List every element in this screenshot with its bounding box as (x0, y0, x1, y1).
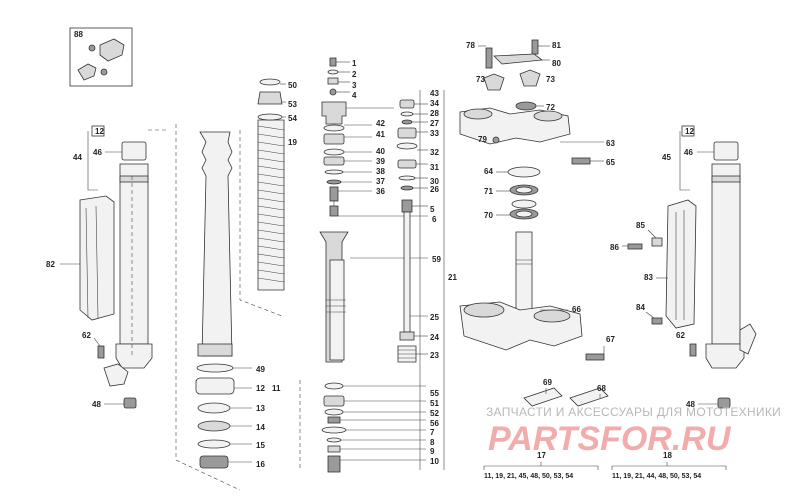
inset-88: 88 (69, 27, 133, 87)
label-46-right: 46 (684, 148, 693, 157)
label-80: 80 (552, 59, 561, 68)
label-42: 42 (376, 119, 385, 128)
label-14: 14 (256, 423, 265, 432)
right-fork-assembly: 12 45 46 83 85 86 84 62 48 (610, 125, 757, 409)
label-2: 2 (352, 70, 357, 79)
label-11: 11 (272, 384, 281, 393)
label-36: 36 (376, 187, 385, 196)
label-33: 33 (430, 129, 439, 138)
label-71: 71 (484, 187, 493, 196)
label-12-mid: 12 (256, 384, 265, 393)
label-31: 31 (430, 163, 439, 172)
label-9: 9 (430, 447, 435, 456)
label-70: 70 (484, 211, 493, 220)
label-10: 10 (430, 457, 439, 466)
label-84: 84 (636, 303, 645, 312)
label-44: 44 (73, 153, 82, 162)
label-48-right: 48 (686, 400, 695, 409)
label-21: 21 (448, 273, 457, 282)
label-7: 7 (430, 428, 435, 437)
label-3: 3 (352, 81, 357, 90)
box-12-left: 12 (95, 127, 104, 136)
label-15: 15 (256, 441, 265, 450)
label-81: 81 (552, 41, 561, 50)
label-43: 43 (430, 89, 439, 98)
label-25: 25 (430, 313, 439, 322)
kit-17: 17 11, 19, 21, 45, 48, 50, 53, 54 (483, 451, 599, 480)
label-72: 72 (546, 103, 555, 112)
label-86: 86 (610, 243, 619, 252)
label-46-left: 46 (93, 148, 102, 157)
watermark-slogan: ЗАПЧАСТИ И АКСЕССУАРЫ ДЛЯ МОТОТЕХНИКИ (486, 405, 781, 419)
label-56: 56 (430, 419, 439, 428)
label-1: 1 (352, 59, 357, 68)
triple-clamp-assembly: 78 80 81 73 73 72 63 79 65 64 71 (459, 39, 615, 407)
label-24: 24 (430, 333, 439, 342)
label-52: 52 (430, 409, 439, 418)
label-62-right: 62 (676, 331, 685, 340)
label-73a: 73 (476, 75, 485, 84)
kit-18: 18 11, 19, 21, 44, 48, 50, 53, 54 (611, 451, 727, 480)
label-53: 53 (288, 100, 297, 109)
label-32: 32 (430, 148, 439, 157)
label-28: 28 (430, 109, 439, 118)
label-4: 4 (352, 91, 357, 100)
cartridge-assembly: 59 1 2 3 4 42 41 40 39 38 37 (299, 57, 441, 473)
label-37: 37 (376, 177, 385, 186)
label-6: 6 (432, 215, 437, 224)
label-39: 39 (376, 157, 385, 166)
label-64: 64 (484, 167, 493, 176)
label-68: 68 (597, 384, 606, 393)
label-26: 26 (430, 185, 439, 194)
label-50: 50 (288, 81, 297, 90)
label-88: 88 (74, 30, 83, 39)
box-12-right: 12 (685, 127, 694, 136)
label-45: 45 (662, 153, 671, 162)
label-30: 30 (430, 177, 439, 186)
label-40: 40 (376, 147, 385, 156)
label-48-left: 48 (92, 400, 101, 409)
left-fork-assembly: 12 44 46 82 62 48 (46, 125, 168, 409)
inner-tube-assembly: 19 50 53 54 49 12 11 13 14 15 16 (175, 78, 297, 491)
label-34: 34 (430, 99, 439, 108)
spring-coils (257, 125, 285, 283)
label-16: 16 (256, 460, 265, 469)
label-73b: 73 (546, 75, 555, 84)
label-82: 82 (46, 260, 55, 269)
label-83: 83 (644, 273, 653, 282)
label-41: 41 (376, 130, 385, 139)
watermark-logo: PARTSFOR.RU (488, 420, 732, 458)
label-51: 51 (430, 399, 439, 408)
label-17: 17 (537, 451, 546, 460)
label-62-left: 62 (82, 331, 91, 340)
label-65: 65 (606, 158, 615, 167)
label-13: 13 (256, 404, 265, 413)
label-67: 67 (606, 335, 615, 344)
label-27: 27 (430, 119, 439, 128)
kit-17-list: 11, 19, 21, 45, 48, 50, 53, 54 (484, 473, 573, 480)
label-54: 54 (288, 114, 297, 123)
label-8: 8 (430, 438, 435, 447)
label-5: 5 (430, 205, 435, 214)
label-19: 19 (288, 138, 297, 147)
label-85: 85 (636, 221, 645, 230)
label-49: 49 (256, 365, 265, 374)
label-55: 55 (430, 389, 439, 398)
label-69: 69 (543, 378, 552, 387)
label-78: 78 (466, 41, 475, 50)
label-18: 18 (663, 451, 672, 460)
label-23: 23 (430, 351, 439, 360)
kit-18-list: 11, 19, 21, 44, 48, 50, 53, 54 (612, 473, 701, 480)
watermark: ЗАПЧАСТИ И АКСЕССУАРЫ ДЛЯ МОТОТЕХНИКИ PA… (486, 405, 781, 458)
damper-rod-assembly: 43 34 28 27 33 32 31 30 26 5 25 24 (396, 89, 457, 470)
label-59: 59 (432, 255, 441, 264)
label-66: 66 (572, 305, 581, 314)
label-63: 63 (606, 139, 615, 148)
label-38: 38 (376, 167, 385, 176)
label-79: 79 (478, 135, 487, 144)
